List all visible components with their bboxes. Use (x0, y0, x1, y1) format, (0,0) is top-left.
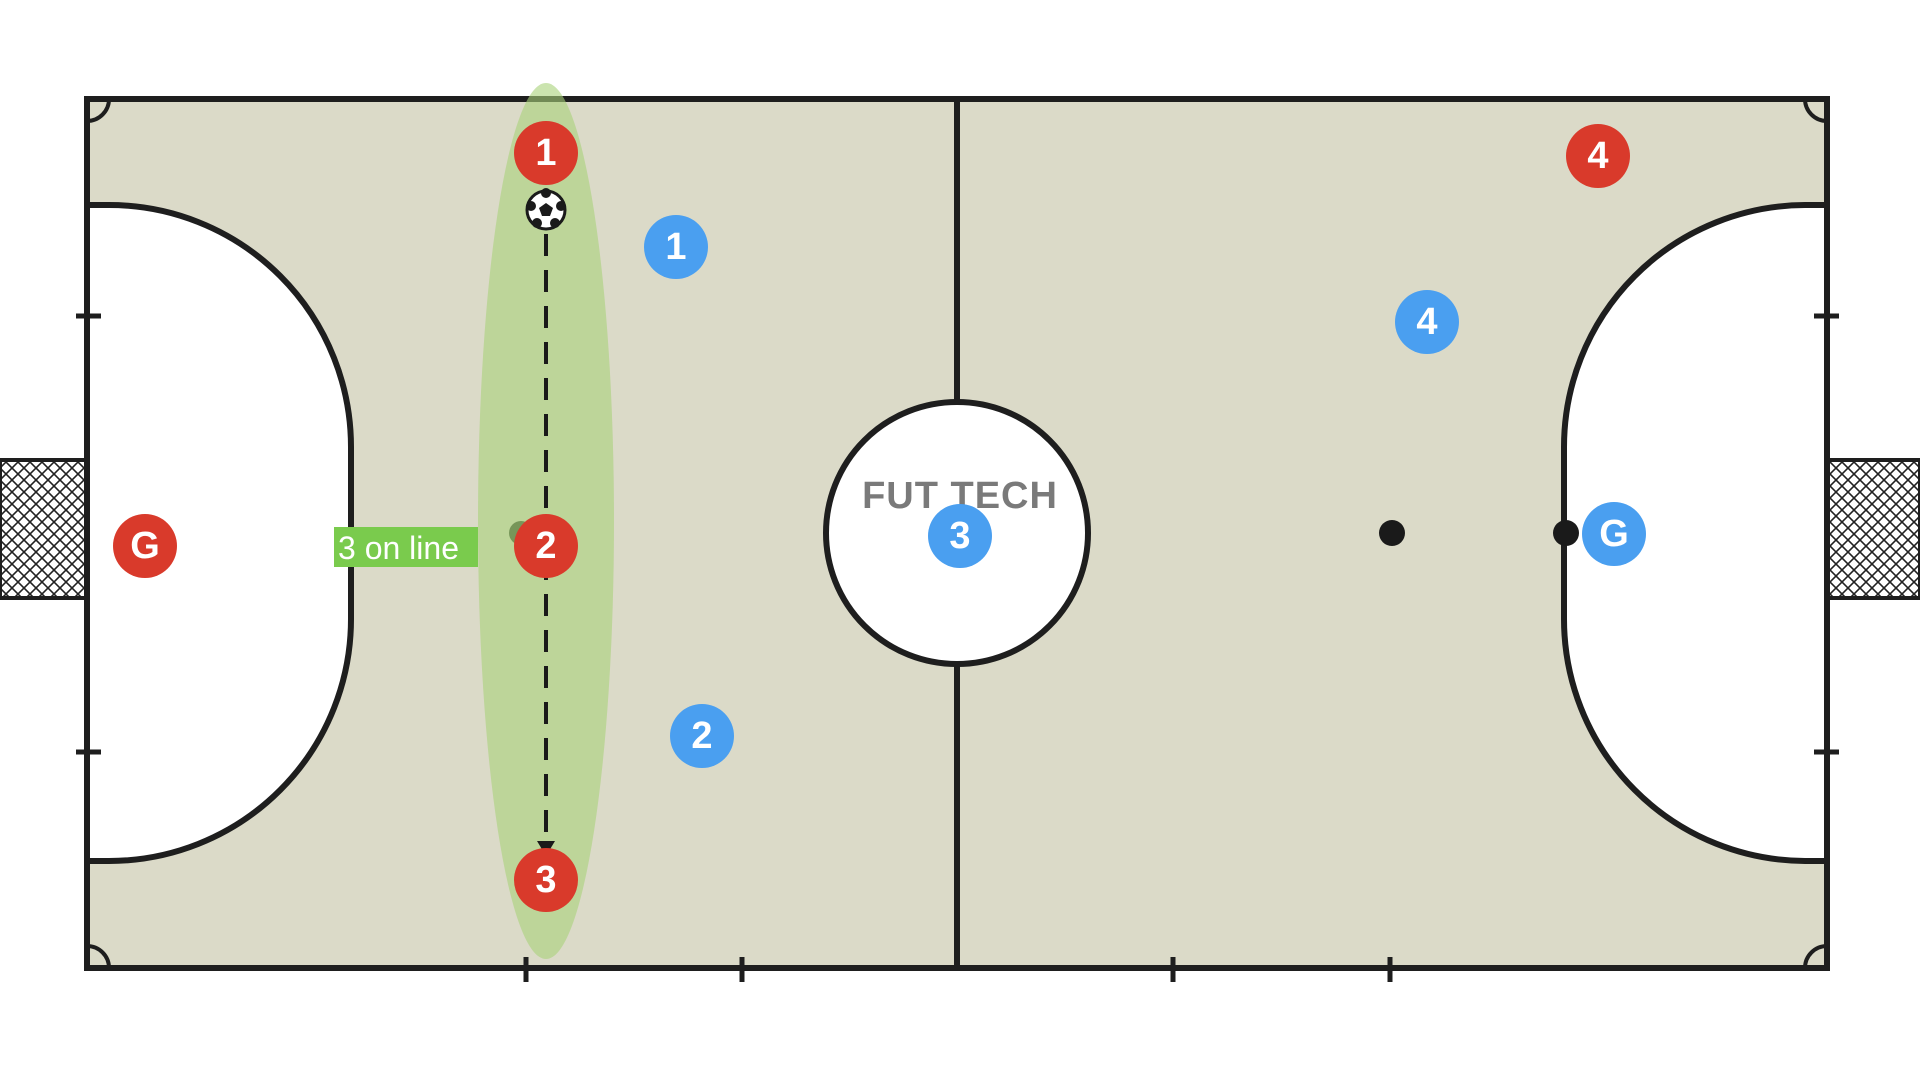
red-player-4[interactable]: 4 (1566, 124, 1630, 188)
blue-player-g[interactable]: G (1582, 502, 1646, 566)
svg-text:2: 2 (535, 525, 556, 567)
blue-player-4[interactable]: 4 (1395, 290, 1459, 354)
right-goal (1826, 458, 1920, 600)
svg-text:G: G (130, 525, 160, 567)
callout-text: 3 on line (338, 530, 459, 566)
blue-player-1[interactable]: 1 (644, 215, 708, 279)
red-player-2[interactable]: 2 (514, 514, 578, 578)
red-player-3[interactable]: 3 (514, 848, 578, 912)
svg-text:4: 4 (1587, 135, 1608, 177)
left-penalty-area (84, 202, 354, 864)
blue-player-2[interactable]: 2 (670, 704, 734, 768)
red-player-g[interactable]: G (113, 514, 177, 578)
corner-arcs (86, 98, 1828, 969)
right-penalty-area (1561, 202, 1830, 864)
right-penalty-spot (1553, 520, 1579, 546)
svg-text:3: 3 (535, 859, 556, 901)
court-boundary (84, 96, 1830, 971)
blue-player-3[interactable]: 3 (928, 504, 992, 568)
svg-text:2: 2 (691, 715, 712, 757)
svg-text:3: 3 (949, 515, 970, 557)
right-second-penalty-spot (1379, 520, 1405, 546)
svg-text:4: 4 (1416, 301, 1437, 343)
left-goal (0, 458, 88, 600)
svg-text:1: 1 (535, 132, 556, 174)
boundary-ticks (76, 313, 1839, 982)
red-player-1[interactable]: 1 (514, 121, 578, 185)
svg-text:1: 1 (665, 226, 686, 268)
soccer-ball-icon[interactable] (525, 188, 567, 231)
callout-label: 3 on line (334, 527, 478, 567)
svg-text:G: G (1599, 513, 1629, 555)
